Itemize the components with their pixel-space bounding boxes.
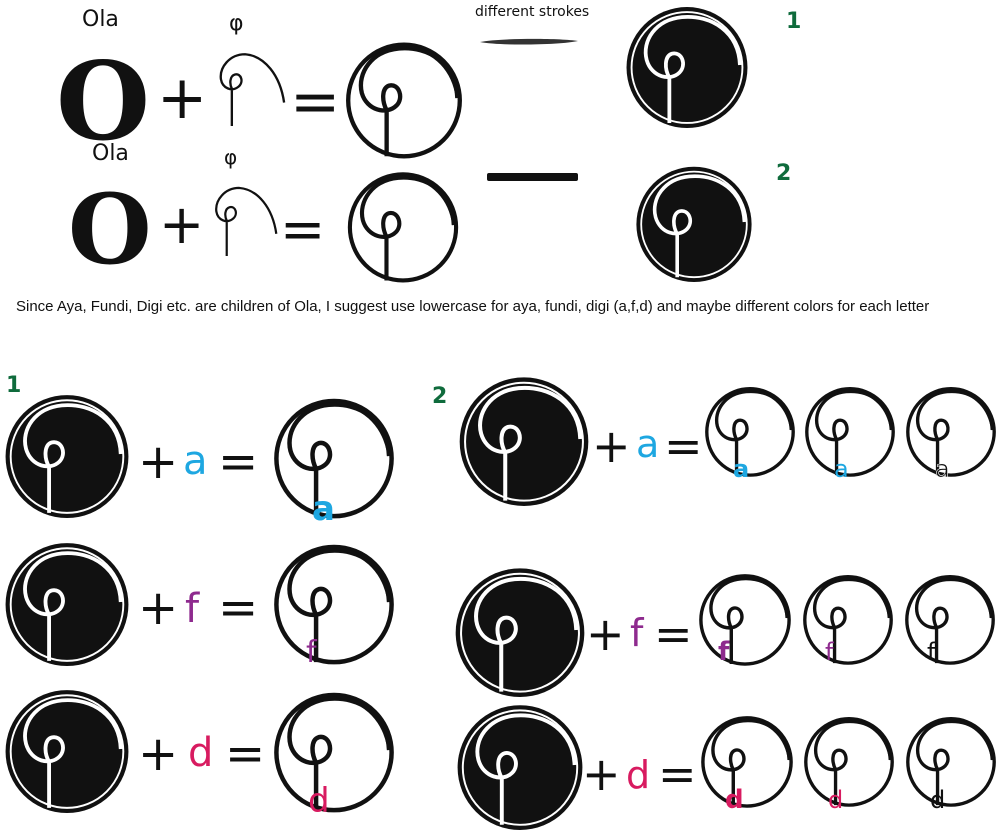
- plus-sign: +: [586, 607, 625, 661]
- plus-sign: +: [138, 726, 178, 782]
- phi-label: φ: [224, 145, 237, 169]
- phi-swirl-icon: [219, 53, 286, 126]
- logo-letter-d: d: [828, 786, 843, 814]
- logo-letter-d: d: [930, 786, 945, 814]
- filled-logo-icon: [3, 688, 131, 813]
- letter-a: a: [636, 422, 659, 466]
- logo-letter-f: f: [825, 638, 834, 666]
- equals-sign: =: [218, 434, 258, 490]
- section-2-number: 2: [432, 384, 447, 409]
- plus-sign: +: [138, 580, 178, 636]
- variant-number-1: 1: [786, 9, 801, 34]
- outline-logo-icon: [805, 386, 895, 477]
- filled-logo-icon: [458, 705, 583, 830]
- equals-sign: =: [290, 67, 340, 137]
- plus-sign: +: [138, 434, 178, 490]
- ola-filled-logo-icon-2: [634, 164, 754, 284]
- logo-letter-f: f: [306, 635, 318, 670]
- plus-sign: +: [157, 63, 207, 133]
- equals-sign: =: [664, 419, 703, 473]
- outline-logo-icon: [276, 695, 391, 810]
- phi-label: φ: [229, 11, 244, 36]
- letter-f: f: [630, 611, 645, 655]
- logo-letter-a: a: [935, 455, 950, 483]
- outline-logo-icon: [905, 574, 995, 665]
- filled-logo-icon: [3, 541, 131, 666]
- outline-logo-icon: [705, 386, 795, 477]
- letter-d: d: [626, 753, 650, 797]
- big-o-letter: O: [68, 173, 152, 286]
- section-1-row-a: + a = a: [3, 393, 392, 529]
- logo-letter-f: f: [718, 637, 730, 667]
- ola-label: Ola: [82, 7, 119, 32]
- letter-a: a: [183, 438, 208, 484]
- section-2-row-d: + d = d d d: [458, 705, 997, 830]
- tapered-stroke-sample: [480, 38, 578, 45]
- equals-sign: =: [280, 198, 325, 261]
- outline-logo-icon: [701, 716, 793, 808]
- equals-sign: =: [225, 726, 265, 782]
- ola-outline-logo-icon: [348, 45, 460, 157]
- logo-letter-f: f: [927, 638, 936, 666]
- section-1-row-d: + d = d: [3, 688, 392, 821]
- ola-outline-logo-icon: [350, 174, 456, 280]
- logo-letter-a: a: [312, 489, 335, 529]
- big-o-letter: O: [56, 39, 150, 165]
- plus-sign: +: [592, 419, 631, 473]
- equals-sign: =: [218, 580, 258, 636]
- outline-logo-icon: [906, 386, 996, 477]
- section-2-row-f: + f = f f f: [456, 568, 995, 697]
- outline-logo-icon: [276, 547, 391, 662]
- letter-d: d: [188, 730, 213, 776]
- phi-swirl-icon: [215, 186, 278, 258]
- letter-f: f: [185, 586, 200, 632]
- logo-letter-d: d: [308, 781, 330, 821]
- equals-sign: =: [654, 607, 693, 661]
- outline-logo-icon: [803, 574, 893, 665]
- logo-letter-d: d: [725, 785, 744, 815]
- outline-logo-icon: [905, 716, 997, 807]
- logo-letter-a: a: [733, 455, 749, 483]
- ola-filled-logo-icon-1: [624, 5, 750, 128]
- suggestion-paragraph: Since Aya, Fundi, Digi etc. are children…: [16, 298, 930, 315]
- variant-number-2: 2: [776, 161, 791, 186]
- section-2-row-a: + a = a a a: [460, 377, 996, 506]
- outline-logo-icon: [699, 574, 791, 666]
- plus-sign: +: [582, 747, 621, 801]
- section-1-number: 1: [6, 373, 21, 398]
- equals-sign: =: [658, 747, 697, 801]
- logo-letter-a: a: [834, 455, 849, 483]
- filled-logo-icon: [3, 393, 131, 518]
- different-strokes-label: different strokes: [475, 4, 589, 20]
- section-1-row-f: + f = f: [3, 541, 392, 670]
- outline-logo-icon: [803, 716, 895, 807]
- filled-logo-icon: [456, 568, 585, 697]
- plus-sign: +: [159, 193, 204, 256]
- uniform-stroke-sample: [487, 173, 578, 181]
- ola-label: Ola: [92, 141, 129, 166]
- filled-logo-icon: [460, 377, 589, 506]
